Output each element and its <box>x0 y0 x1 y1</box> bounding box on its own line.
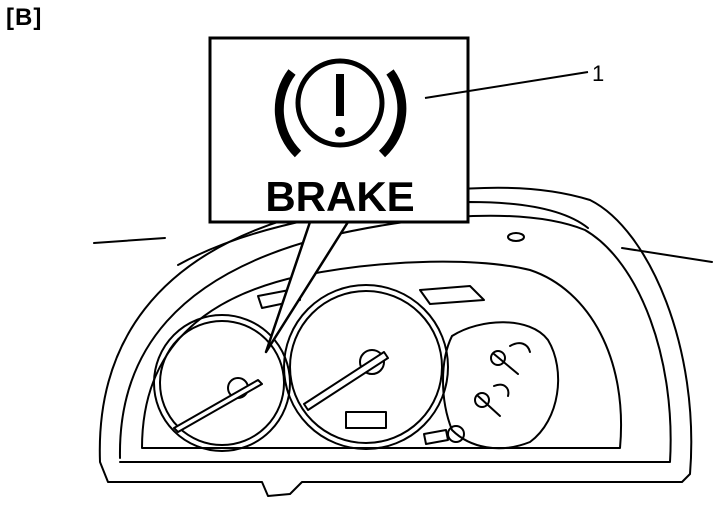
speedometer-bezel <box>283 284 449 450</box>
brake-icon-circle <box>295 58 385 148</box>
speedometer-needle <box>303 351 389 411</box>
hood-screw <box>507 232 525 242</box>
indicator-window-right <box>419 285 485 305</box>
left-gauge-needle <box>173 379 263 433</box>
fuel-gauge-scale <box>509 342 531 353</box>
temp-gauge-hub <box>474 392 490 408</box>
brake-icon-exclamation-dot <box>335 127 345 137</box>
temp-gauge-needle <box>477 395 501 417</box>
fuel-gauge-hub <box>490 350 506 366</box>
brake-icon-left-arc <box>274 69 302 158</box>
callout-number: 1 <box>592 61 605 86</box>
speedometer-dial <box>289 290 443 444</box>
cluster-housing-outer <box>98 186 693 497</box>
section-label: [B] <box>6 4 43 31</box>
fuel-gauge-needle <box>493 353 519 375</box>
speedometer-hub <box>359 349 385 375</box>
right-gauge-bezel <box>442 321 560 450</box>
zoom-callout-pointer <box>264 221 350 354</box>
brake-icon-right-arc <box>378 69 407 158</box>
brake-warning-label: BRAKE <box>265 173 414 220</box>
brake-warning-icon <box>274 58 407 158</box>
trip-reset-knob-tip <box>447 425 465 443</box>
left-gauge-bezel <box>153 314 291 452</box>
left-gauge-dial <box>159 320 285 446</box>
trip-reset-knob <box>423 429 449 445</box>
temp-gauge-scale <box>493 383 510 397</box>
odometer-display <box>345 411 387 429</box>
dashboard-line-right <box>621 247 713 263</box>
callout-1-leader <box>424 71 589 99</box>
dashboard-line-left <box>93 237 166 244</box>
